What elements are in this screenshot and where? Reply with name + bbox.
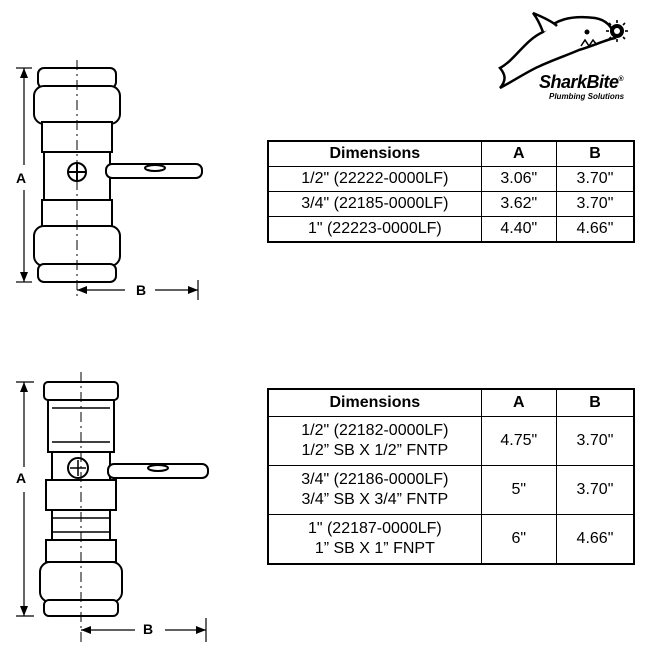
dimension-b-label: B: [143, 621, 154, 637]
sharkbite-logo: SharkBite® Plumbing Solutions: [495, 10, 645, 105]
header-b: B: [555, 140, 635, 167]
header-dimensions: Dimensions: [267, 388, 482, 417]
cell-a: 5": [480, 465, 557, 515]
dimension-a-label: A: [16, 470, 27, 486]
dimensions-table-bottom: Dimensions A B 1/2" (22182-0000LF) 1/2” …: [267, 388, 635, 565]
valve-drawing-top: A B: [10, 60, 210, 305]
dimension-connection: 1/2” SB X 1/2” FNTP: [301, 442, 449, 459]
cell-b: 3.70": [555, 416, 635, 466]
table-header-row: Dimensions A B: [267, 140, 635, 167]
brand-name: SharkBite®: [539, 72, 624, 92]
dimension-part-number: 3/4" (22186-0000LF): [301, 471, 449, 488]
cell-a: 3.06": [480, 166, 557, 192]
table-row: 1" (22187-0000LF) 1” SB X 1” FNPT 6" 4.6…: [267, 514, 635, 565]
cell-b: 4.66": [555, 514, 635, 565]
header-a: A: [480, 388, 557, 417]
table-row: 1/2" (22182-0000LF) 1/2” SB X 1/2” FNTP …: [267, 416, 635, 466]
cell-dimension: 3/4" (22185-0000LF): [267, 191, 482, 217]
cell-b: 3.70": [555, 166, 635, 192]
dimension-a-label: A: [16, 170, 27, 186]
cell-a: 4.75": [480, 416, 557, 466]
cell-dimension: 1" (22223-0000LF): [267, 216, 482, 243]
table-row: 1/2" (22222-0000LF) 3.06" 3.70": [267, 166, 635, 192]
table-row: 3/4" (22185-0000LF) 3.62" 3.70": [267, 191, 635, 217]
dimensions-table-top: Dimensions A B 1/2" (22222-0000LF) 3.06"…: [267, 140, 635, 243]
header-a: A: [480, 140, 557, 167]
valve-diagram-top: [16, 60, 203, 300]
dimension-part-number: 1" (22187-0000LF): [307, 520, 442, 537]
table-row: 1" (22223-0000LF) 4.40" 4.66": [267, 216, 635, 243]
table-row: 3/4" (22186-0000LF) 3/4” SB X 3/4” FNTP …: [267, 465, 635, 515]
cell-b: 3.70": [555, 465, 635, 515]
header-b: B: [555, 388, 635, 417]
dimension-b-label: B: [136, 282, 147, 298]
cell-dimension: 1" (22187-0000LF) 1” SB X 1” FNPT: [267, 514, 482, 565]
table-header-row: Dimensions A B: [267, 388, 635, 417]
cell-dimension: 1/2" (22182-0000LF) 1/2” SB X 1/2” FNTP: [267, 416, 482, 466]
shark-icon: [498, 11, 628, 90]
cell-b: 4.66": [555, 216, 635, 243]
cell-a: 6": [480, 514, 557, 565]
cell-dimension: 3/4" (22186-0000LF) 3/4” SB X 3/4” FNTP: [267, 465, 482, 515]
valve-drawing-bottom: A B: [10, 372, 215, 647]
cell-dimension: 1/2" (22222-0000LF): [267, 166, 482, 192]
cell-a: 3.62": [480, 191, 557, 217]
header-dimensions: Dimensions: [267, 140, 482, 167]
valve-diagram-bottom: [16, 372, 209, 642]
brand-tagline: Plumbing Solutions: [549, 92, 625, 101]
dimension-connection: 1” SB X 1” FNPT: [314, 540, 435, 557]
dimension-connection: 3/4” SB X 3/4” FNTP: [301, 491, 449, 508]
cell-b: 3.70": [555, 191, 635, 217]
dimension-part-number: 1/2" (22182-0000LF): [301, 422, 449, 439]
cell-a: 4.40": [480, 216, 557, 243]
